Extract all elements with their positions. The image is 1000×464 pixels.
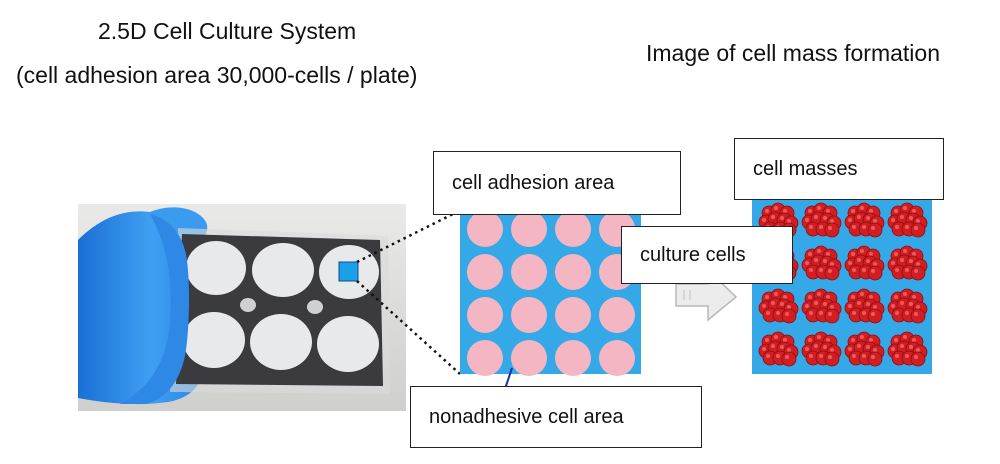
glove bbox=[78, 207, 208, 405]
right-panel-title: Image of cell mass formation bbox=[646, 40, 941, 66]
cell-cluster-icon bbox=[844, 331, 885, 367]
cell-cluster-icon bbox=[844, 245, 885, 281]
highlight-square bbox=[338, 261, 359, 282]
cell-cluster-icon bbox=[887, 288, 928, 324]
adhesion-panel-background bbox=[460, 213, 641, 374]
well-plate bbox=[170, 228, 390, 394]
cell-cluster-icon bbox=[758, 331, 799, 367]
photo-background bbox=[78, 204, 406, 411]
cell-cluster-icon bbox=[844, 288, 885, 324]
adhesion-spot bbox=[555, 211, 591, 247]
adhesion-spot bbox=[599, 340, 635, 376]
cell-cluster-icon bbox=[801, 245, 842, 281]
adhesion-spot bbox=[467, 254, 503, 290]
diagram-title: 2.5D Cell Culture System bbox=[98, 18, 357, 44]
cell-cluster-icon bbox=[887, 202, 928, 238]
adhesion-spot bbox=[467, 297, 503, 333]
label-cell-adhesion-area: cell adhesion area bbox=[433, 151, 681, 215]
cell-cluster-icon bbox=[801, 331, 842, 367]
adhesion-spot bbox=[511, 340, 547, 376]
zoom-line-top bbox=[356, 211, 456, 264]
glove-thumb bbox=[120, 214, 189, 404]
cell-cluster-icon bbox=[887, 245, 928, 281]
adhesion-spot bbox=[511, 211, 547, 247]
label-cell-masses: cell masses bbox=[734, 138, 944, 200]
adhesion-spot bbox=[555, 297, 591, 333]
cell-cluster-icon bbox=[758, 288, 799, 324]
adhesion-spot bbox=[555, 254, 591, 290]
cell-cluster-icon bbox=[887, 331, 928, 367]
adhesion-spot bbox=[555, 340, 591, 376]
cell-cluster-icon bbox=[801, 202, 842, 238]
cell-cluster-icon bbox=[844, 202, 885, 238]
diagram-subtitle: (cell adhesion area 30,000-cells / plate… bbox=[16, 62, 418, 88]
adhesion-spot bbox=[467, 211, 503, 247]
label-culture-cells: culture cells bbox=[621, 226, 793, 284]
label-nonadhesive-cell-area: nonadhesive cell area bbox=[410, 386, 702, 448]
adhesion-spot bbox=[599, 297, 635, 333]
adhesion-spot bbox=[511, 297, 547, 333]
adhesion-spot bbox=[511, 254, 547, 290]
adhesion-spot bbox=[467, 340, 503, 376]
zoom-line-bottom bbox=[356, 280, 461, 375]
cell-cluster-icon bbox=[801, 288, 842, 324]
